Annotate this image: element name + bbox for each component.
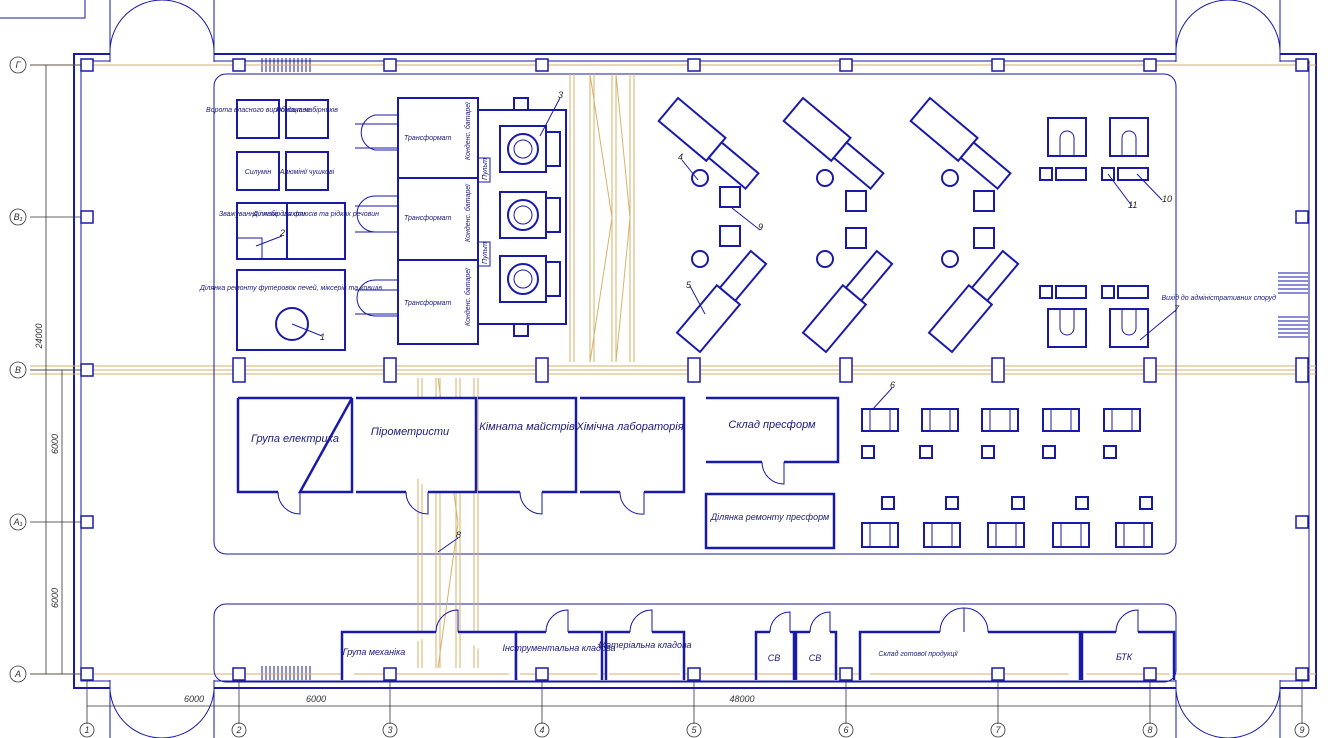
axis-col-4: 4 (539, 725, 544, 735)
leader-lines (255, 97, 1177, 553)
label-transformer-3: Трансформат (404, 300, 452, 307)
label-finished-store: Склад готової продукції (878, 650, 959, 658)
label-alum: Алюмінії чушкові (279, 168, 335, 176)
label-pult-1: Пульт (482, 158, 489, 180)
axis-row-v: В (15, 365, 21, 375)
machining-units (1039, 117, 1149, 348)
axis-col-6: 6 (843, 725, 848, 735)
gate-top-left (109, 0, 215, 62)
service-rooms (236, 396, 840, 550)
title-frame (0, 0, 86, 19)
labels: Ворота власного виробництва Роздача набі… (13, 60, 1305, 735)
axis-col-8: 8 (1147, 725, 1152, 735)
axis-col-3: 3 (387, 725, 392, 735)
induction-furnaces (499, 125, 561, 303)
storage-rooms (236, 99, 346, 351)
callout-3: 3 (558, 90, 563, 100)
label-mold-store: Склад пресформ (728, 419, 816, 431)
axis-col-2: 2 (235, 725, 241, 735)
axis-row-a: А (14, 669, 21, 679)
label-tool-store: Інструментальна кладова (502, 643, 615, 653)
label-condenser-2: Конденс. батареї (464, 183, 472, 242)
callout-9: 9 (758, 222, 763, 232)
gate-bottom-right (1175, 680, 1281, 738)
dim-bay-a: 6000 (50, 434, 60, 454)
label-condenser-3: Конденс. батареї (464, 267, 472, 326)
label-material-store: Матеріальна кладова (598, 640, 691, 650)
axis-col-7: 7 (995, 725, 1001, 735)
axis-col-1: 1 (84, 725, 89, 735)
label-transformer-2: Трансформат (404, 215, 452, 222)
dimension-lines (30, 64, 1303, 724)
dim-span-1-2: 6000 (184, 694, 204, 704)
dim-span-2-3: 6000 (306, 694, 326, 704)
label-transformer-1: Трансформат (404, 135, 452, 142)
axis-col-9: 9 (1299, 725, 1304, 735)
axis-col-5: 5 (691, 725, 697, 735)
gate-top-right (1175, 0, 1281, 62)
service-zone (213, 603, 1177, 683)
stair-hatch-bottom (261, 666, 311, 680)
axis-row-g: Г (16, 60, 22, 70)
callout-6: 6 (890, 380, 895, 390)
row-axis-markers (9, 56, 1310, 738)
callout-1: 1 (320, 332, 325, 342)
dim-total-height: 24000 (34, 323, 44, 349)
dim-bay-b: 6000 (50, 588, 60, 608)
label-exit: Вихід до адміністративних споруд (1161, 294, 1276, 302)
callout-7: 7 (1174, 304, 1180, 314)
label-mech-group: Група механіка (343, 647, 406, 657)
label-condenser-1: Конденс. батареї (464, 101, 472, 160)
label-mold-repair: Ділянка ремонту пресформ (710, 512, 829, 522)
dim-total-length: 48000 (729, 694, 754, 704)
callout-11: 11 (1128, 200, 1137, 210)
label-elec-group: Група електрика (251, 433, 339, 445)
label-btk: БТК (1116, 652, 1133, 662)
axis-row-a1: А₁ (13, 517, 23, 527)
axis-row-v1: В₁ (14, 212, 23, 222)
label-repair-lining: Ділянка ремонту футеровок печей, міксері… (199, 284, 382, 292)
bottom-rooms (340, 607, 1176, 680)
production-zone (213, 73, 1177, 555)
label-sv-2: СВ (809, 653, 822, 663)
callout-4: 4 (678, 152, 683, 162)
label-pyrometrists: Пірометристи (371, 426, 449, 438)
machine-tool-rows (861, 408, 1153, 548)
label-razdach: Роздача набірників (276, 106, 338, 114)
callout-2: 2 (279, 228, 285, 238)
label-flux: Ділянка для флюсів та рідких речовин (252, 210, 379, 218)
label-pult-2: Пульт (482, 242, 489, 264)
callout-10: 10 (1162, 194, 1172, 204)
label-chem-lab: Хімічна лабораторія (575, 421, 683, 433)
label-sv-1: СВ (768, 653, 781, 663)
label-silumin: Силумін (245, 168, 272, 176)
callout-8: 8 (456, 530, 461, 540)
label-prep: Ворота власного виробництва (206, 106, 310, 114)
exit-stair-hatch (1278, 272, 1308, 338)
label-zvazh: Зважування і набір шихти (219, 210, 305, 218)
label-masters-room: Кімната майстрів (479, 421, 575, 433)
gate-bottom-left (109, 680, 215, 738)
callout-5: 5 (686, 280, 692, 290)
die-casting-machines (657, 96, 1020, 354)
